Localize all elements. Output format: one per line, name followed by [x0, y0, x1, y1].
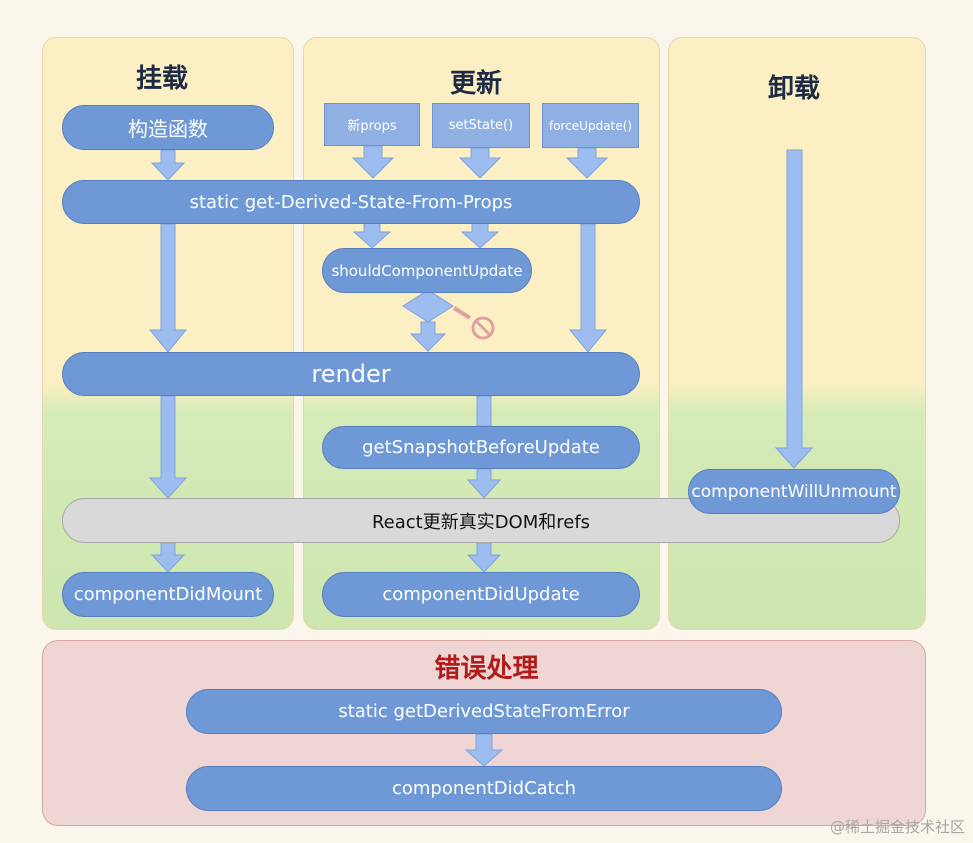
arrow-down-icon [150, 149, 186, 181]
arrow-down-icon [466, 542, 502, 573]
arrow-down-icon [466, 468, 502, 499]
arrow-down-icon [458, 147, 502, 179]
render-node: render [62, 352, 640, 396]
arrow-down-icon [568, 223, 608, 353]
arrow-down-icon [148, 223, 188, 353]
arrow-down-icon [150, 542, 186, 573]
stop-sign-icon [471, 316, 495, 340]
arrow-down-icon [352, 222, 392, 249]
arrow-down-icon [774, 149, 814, 469]
arrow-down-icon [351, 145, 395, 179]
update-title: 更新 [450, 69, 503, 99]
unmount-title: 卸载 [768, 74, 821, 104]
arrow-down-icon [476, 395, 492, 427]
watermark: @稀土掘金技术社区 [829, 818, 965, 836]
mount-title: 挂载 [136, 64, 189, 94]
get-snapshot-before-update-node: getSnapshotBeforeUpdate [322, 426, 640, 469]
component-did-mount-node: componentDidMount [62, 572, 274, 617]
arrow-down-icon [148, 395, 188, 499]
get-derived-state-from-props-node: static get-Derived-State-From-Props [62, 180, 640, 224]
component-will-unmount-node: componentWillUnmount [688, 469, 900, 514]
get-derived-state-from-error-node: static getDerivedStateFromError [186, 689, 782, 734]
should-component-update-node: shouldComponentUpdate [322, 248, 532, 293]
arrow-down-icon [409, 321, 447, 352]
component-did-update-node: componentDidUpdate [322, 572, 640, 617]
force-update-source: forceUpdate() [542, 103, 639, 148]
error-handling-title: 错误处理 [434, 654, 539, 684]
arrow-down-icon [464, 733, 504, 767]
set-state-source: setState() [432, 103, 530, 148]
component-did-catch-node: componentDidCatch [186, 766, 782, 811]
arrow-down-icon [565, 147, 609, 179]
arrow-down-icon [460, 222, 500, 249]
blocked-arrow-icon [452, 306, 472, 320]
constructor-node: 构造函数 [62, 105, 274, 150]
decision-diamond-icon [402, 289, 454, 323]
new-props-source: 新props [324, 103, 420, 146]
